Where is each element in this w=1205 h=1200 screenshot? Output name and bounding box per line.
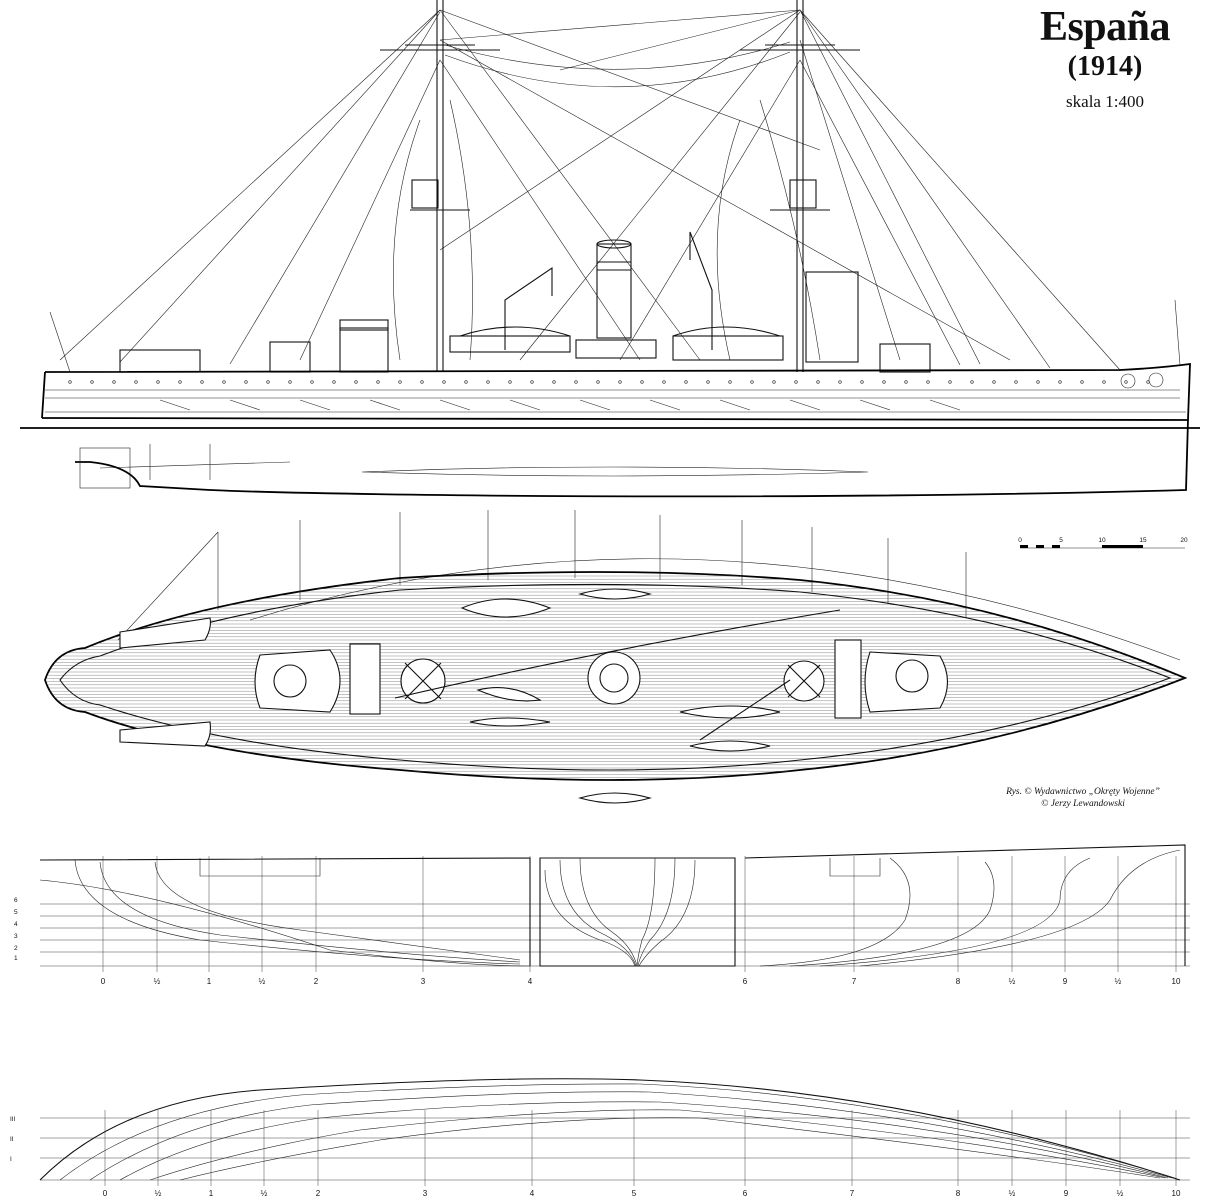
scale-tick-10: 10 — [1098, 537, 1106, 544]
station-label: 0 — [103, 1189, 108, 1198]
station-label: ½ — [261, 1189, 268, 1198]
station-labels-1: 0 ½ 1 ½ 2 3 4 6 7 8 ½ 9 ½ 10 — [101, 977, 1181, 986]
scale-label: skala 1:400 — [1066, 92, 1144, 111]
rigging — [59, 9, 1121, 371]
station-label: 4 — [530, 1189, 535, 1198]
station-label: 9 — [1063, 977, 1068, 986]
hull — [20, 362, 1200, 498]
lines-plan: 6 5 4 3 2 1 0 ½ 1 ½ 2 3 4 6 7 8 ½ 9 ½ 10 — [14, 844, 1190, 986]
deck-plan — [44, 510, 1188, 804]
station-label: 1 — [207, 977, 212, 986]
station-label: 8 — [956, 1189, 961, 1198]
station-labels-2: 0 ½ 1 ½ 2 3 4 5 6 7 8 ½ 9 ½ 10 — [103, 1189, 1181, 1198]
boats — [119, 588, 781, 804]
waterline-label: 1 — [14, 955, 18, 962]
station-label: 10 — [1172, 1189, 1181, 1198]
funnel — [596, 239, 632, 339]
credit-author: © Jerzy Lewandowski — [1041, 799, 1125, 809]
boat-cranes — [504, 231, 713, 350]
station-label: ½ — [259, 977, 266, 986]
ship-name: España — [1039, 4, 1171, 50]
station-label: ½ — [1117, 1189, 1124, 1198]
scale-tick-20: 20 — [1180, 537, 1188, 544]
deck-outline — [44, 571, 1188, 781]
waterline-labels: 6 5 4 3 2 1 — [14, 897, 18, 962]
station-label: 6 — [743, 977, 748, 986]
ship-year: (1914) — [1067, 51, 1143, 82]
hull-detail — [45, 299, 1186, 489]
turrets — [254, 639, 949, 719]
station-label: 0 — [101, 977, 106, 986]
main-mast — [740, 0, 860, 372]
station-label: ½ — [1009, 977, 1016, 986]
station-label: 9 — [1064, 1189, 1069, 1198]
credit-block: Rys. © Wydawnictwo „Okręty Wojenne” © Je… — [968, 786, 1198, 810]
buttock-level-label: III — [10, 1116, 16, 1123]
scale-tick-15: 15 — [1139, 537, 1147, 544]
station-label: 3 — [423, 1189, 428, 1198]
station-label: 2 — [314, 977, 319, 986]
scale-bar: 0 5 10 15 20 — [1018, 537, 1188, 549]
station-label: 8 — [956, 977, 961, 986]
waterline-label: 2 — [14, 945, 18, 952]
buttock-level-label: II — [10, 1136, 14, 1143]
scale-tick-5: 5 — [1059, 537, 1063, 544]
deck-guns — [68, 380, 1150, 411]
waterline-label: 5 — [14, 909, 18, 916]
title-block: España (1914) skala 1:400 — [1005, 4, 1205, 114]
station-label: 10 — [1172, 977, 1181, 986]
station-label: 1 — [209, 1189, 214, 1198]
waterline-label: 3 — [14, 933, 18, 940]
station-label: 4 — [528, 977, 533, 986]
credit-publisher: Rys. © Wydawnictwo „Okręty Wojenne” — [1006, 787, 1160, 797]
station-label: 2 — [316, 1189, 321, 1198]
section-curves — [39, 849, 1181, 967]
station-label: 3 — [421, 977, 426, 986]
waterline-label: 4 — [14, 921, 18, 928]
fore-mast — [380, 0, 500, 372]
station-label: 7 — [852, 977, 857, 986]
station-label: ½ — [155, 1189, 162, 1198]
side-profile — [20, 0, 1200, 498]
station-label: ½ — [1115, 977, 1122, 986]
scale-tick-0: 0 — [1018, 537, 1022, 544]
station-label: ½ — [1009, 1189, 1016, 1198]
waterline-label: 6 — [14, 897, 18, 904]
buttock-level-label: I — [10, 1156, 12, 1163]
station-label: 7 — [850, 1189, 855, 1198]
station-label: 5 — [632, 1189, 637, 1198]
station-label: 6 — [743, 1189, 748, 1198]
station-label: ½ — [154, 977, 161, 986]
